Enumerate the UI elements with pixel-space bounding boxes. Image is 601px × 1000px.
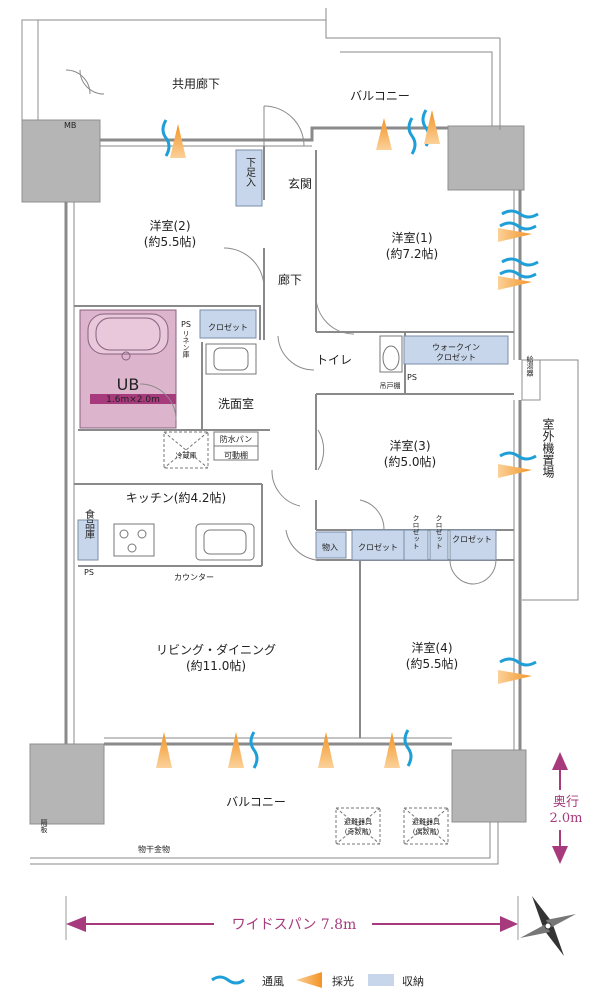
- pantry: [77, 519, 99, 561]
- balcony-top-label: バルコニー: [350, 89, 410, 103]
- entrance-label: 玄関: [288, 176, 312, 191]
- counter-label: カウンター: [174, 573, 214, 582]
- wind-icon: [249, 731, 259, 769]
- room3-closet-label: クロゼット: [358, 542, 398, 552]
- mb-label: MB: [64, 121, 76, 130]
- ub-size-label: 1.6m×2.0m: [106, 395, 160, 405]
- ps-label-2: PS: [407, 373, 417, 382]
- room4-closet-label: クロゼット: [452, 534, 492, 544]
- light-icon: [156, 732, 172, 768]
- storage-closet: [315, 531, 347, 559]
- room4-size: (約5.5帖): [406, 656, 458, 671]
- wind-icon: [403, 729, 413, 767]
- living-name: リビング・ダイニング: [156, 642, 276, 657]
- ps-label-3: PS: [84, 568, 94, 577]
- room1-size: (約7.2帖): [386, 246, 438, 261]
- room3-closet-2: [403, 529, 429, 561]
- room3-name: 洋室(3): [390, 438, 431, 453]
- light-icon: [498, 228, 532, 242]
- fridge-label: 冷蔵庫: [176, 451, 197, 460]
- linen-label: リネン庫: [182, 330, 190, 359]
- washroom-label: 洗面室: [218, 396, 254, 411]
- depth-label: 奥行: [553, 795, 579, 810]
- wind-icon: [499, 657, 537, 667]
- wind-icon: [501, 257, 539, 267]
- walkin-label-2: クロゼット: [436, 352, 476, 362]
- light-icon: [498, 464, 532, 478]
- waterpan-label: 防水パン: [220, 434, 252, 444]
- room3-closet-v-label: クロゼット: [412, 515, 420, 550]
- compass-icon: [520, 896, 576, 956]
- drying-label: 物干金物: [138, 844, 170, 854]
- partition-label: 隔板: [40, 818, 48, 834]
- ub-label: UB: [117, 375, 140, 394]
- room3-size: (約5.0帖): [384, 454, 436, 469]
- cupboard-label: 吊戸棚: [380, 381, 401, 390]
- water-heater-label: 給湯器: [526, 355, 534, 378]
- walkin-label-1: ウォークイン: [432, 343, 480, 352]
- wind-icon: [499, 269, 537, 279]
- wind-icon: [161, 119, 171, 157]
- wind-icon: [211, 975, 245, 985]
- escape-odd-label-2: (奇数階): [345, 827, 372, 836]
- light-icon: [498, 670, 532, 684]
- storage-label: 物入: [322, 542, 338, 552]
- outdoor-unit-label: 室外機置場: [541, 417, 555, 479]
- movable-shelf-label: 可動棚: [224, 450, 248, 460]
- depth-dimension: 奥行 2.0m: [549, 752, 583, 864]
- wind-icon: [407, 117, 417, 155]
- room2-closet: [199, 309, 257, 339]
- light-icon: [228, 732, 244, 768]
- escape-odd-label: 避難器具: [344, 817, 372, 826]
- light-icon: [498, 276, 532, 290]
- toilet-label: トイレ: [316, 353, 352, 367]
- shoebox-label: 下足入: [244, 157, 256, 187]
- structure: [21, 19, 541, 825]
- wind-icon: [501, 209, 539, 219]
- ps-label-1: PS: [181, 320, 191, 329]
- light-icon: [376, 118, 392, 150]
- pantry-label: 食品庫: [83, 508, 95, 540]
- living-size: (約11.0帖): [186, 658, 246, 673]
- depth-value: 2.0m: [549, 811, 582, 826]
- wide-span-dimension: ワイドスパン 7.8m: [65, 896, 519, 940]
- room3-closet: [351, 529, 405, 561]
- light-markers: [156, 110, 440, 768]
- light-icon: [318, 732, 334, 768]
- light-icon: [384, 732, 400, 768]
- legend-light-label: 採光: [332, 974, 354, 988]
- legend-storage-label: 収納: [402, 975, 424, 988]
- wind-icon: [499, 451, 537, 461]
- light-icon: [296, 972, 322, 988]
- unit-bath: [79, 309, 177, 429]
- room2-name: 洋室(2): [150, 218, 191, 233]
- kitchen-label: キッチン(約4.2帖): [126, 490, 226, 505]
- shoebox-storage: [235, 149, 263, 207]
- room4-name: 洋室(4): [412, 640, 453, 655]
- legend: 通風 採光 収納: [211, 972, 424, 988]
- wide-span-label: ワイドスパン 7.8m: [232, 917, 357, 933]
- balcony-bottom-label: バルコニー: [226, 795, 286, 809]
- doors: [65, 69, 497, 585]
- corridor-label: 共用廊下: [172, 76, 220, 91]
- room1-name: 洋室(1): [392, 230, 433, 245]
- storage-icon: [368, 974, 394, 986]
- legend-wind-label: 通風: [262, 975, 284, 988]
- fixtures: [113, 335, 449, 845]
- escape-even-label-2: (偶数階): [413, 827, 440, 836]
- room4-closet-1: [429, 529, 449, 561]
- escape-even-label: 避難器具: [412, 817, 440, 826]
- wind-icon: [499, 221, 537, 231]
- room4-closet-2: [449, 529, 497, 561]
- room2-closet-label: クロゼット: [208, 322, 248, 332]
- light-markers-h: [498, 228, 532, 684]
- light-icon: [170, 124, 186, 158]
- light-icon: [424, 110, 440, 144]
- room2-size: (約5.5帖): [144, 234, 196, 249]
- hallway-label: 廊下: [278, 272, 302, 287]
- storage-areas: [77, 149, 509, 561]
- walkin-closet: [403, 335, 509, 365]
- room4-closet-v-label: クロゼット: [435, 515, 443, 550]
